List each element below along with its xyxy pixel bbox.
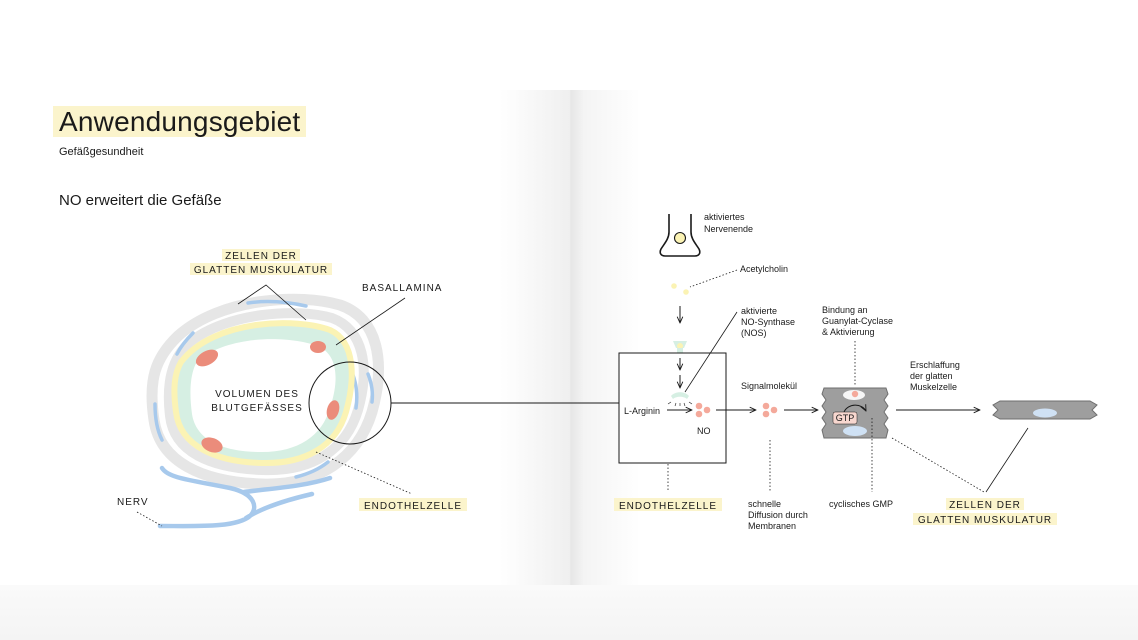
endothel-nucleus — [326, 400, 340, 420]
acetylcholin-label: Acetylcholin — [740, 264, 788, 274]
lumen-label-line1: VOLUMEN DES — [215, 389, 299, 400]
endothel-nucleus — [201, 437, 223, 453]
endothel-nucleus — [310, 341, 326, 353]
vessel-smooth-muscle-blue-6 — [366, 372, 375, 404]
relaxed-muscle-cell — [992, 400, 1098, 420]
page-title: Anwendungsgebiet — [53, 106, 307, 137]
vessel-basallamina — [171, 320, 355, 467]
signal-molecule — [770, 406, 778, 414]
smooth-muscle-cell-zoom — [821, 387, 889, 439]
smooth-muscle-label-line2: GLATTEN MUSKULATUR — [194, 265, 328, 276]
nerve-leader — [136, 511, 163, 527]
acetylcholin-molecule — [671, 283, 677, 289]
l-arginin-label: L-Arginin — [624, 406, 660, 416]
nos-leader — [684, 311, 738, 393]
no-molecule — [695, 410, 703, 418]
vessel-smooth-muscle-blue-3 — [153, 402, 164, 442]
lumen-label-line2: BLUTGEFÄSSES — [211, 402, 302, 414]
signal-label: Signalmolekül — [741, 381, 797, 391]
smooth-muscle-right-label-bg — [946, 498, 1024, 510]
vessel-lumen — [190, 339, 336, 452]
erschlaffung-label-line2: der glatten — [910, 371, 953, 381]
signal-molecule — [762, 410, 770, 418]
smooth-muscle-leader — [237, 284, 307, 321]
no-molecule — [703, 406, 711, 414]
endothel-nucleus — [195, 349, 219, 367]
bindung-label-line2: Guanylat-Cyclase — [822, 316, 893, 326]
page-subtitle: Gefäßgesundheit — [59, 146, 144, 158]
basallamina-leader — [335, 297, 406, 346]
diffusion-label-line2: Diffusion durch — [748, 510, 808, 520]
basallamina-label: BASALLAMINA — [362, 283, 442, 294]
vessel-smooth-muscle-blue-2 — [175, 331, 195, 356]
acetylcholin-molecule — [683, 289, 689, 295]
erschlaffung-label-line3: Muskelzelle — [910, 382, 957, 392]
smooth-muscle-right-leader — [985, 427, 1029, 493]
gtp-label: GTP — [836, 413, 855, 423]
diffusion-label-line1: schnelle — [748, 499, 781, 509]
acetylcholin-leader — [689, 269, 738, 288]
smooth-muscle-right-leader — [891, 437, 985, 493]
smooth-muscle-right-label-line1: ZELLEN DER — [949, 500, 1021, 511]
vessel-smooth-muscle-blue-1 — [246, 299, 308, 308]
vessel-middle-layer — [163, 308, 369, 476]
smooth-muscle-right-label-bg — [913, 513, 1057, 525]
nos-label-line3: (NOS) — [741, 328, 767, 338]
smooth-muscle-right-label-line2: GLATTEN MUSKULATUR — [918, 515, 1052, 526]
vessel-outer-layer — [146, 293, 384, 490]
endothel-label: ENDOTHELZELLE — [364, 501, 462, 512]
nerve-label: NERV — [117, 497, 149, 508]
nos-label-line1: aktivierte — [741, 306, 777, 316]
diffusion-label-line3: Membranen — [748, 521, 796, 531]
smooth-muscle-label-bg — [190, 263, 332, 275]
nerve-ending-label-line1: aktiviertes — [704, 212, 745, 222]
erschlaffung-label-line1: Erschlaffung — [910, 360, 960, 370]
nos-label-line2: NO-Synthase — [741, 317, 795, 327]
cgmp-label: cyclisches GMP — [829, 499, 893, 509]
no-molecule — [695, 402, 703, 410]
no-label: NO — [697, 426, 711, 436]
receptor-icon — [673, 341, 687, 353]
vessel-smooth-muscle-blue-5 — [294, 460, 330, 479]
signal-molecule — [762, 402, 770, 410]
bindung-label-line1: Bindung an — [822, 305, 868, 315]
bottom-fade — [0, 585, 1138, 640]
bindung-label-line3: & Aktivierung — [822, 327, 875, 337]
endothel-label-bg — [359, 498, 467, 511]
nos-enzyme-icon — [667, 392, 693, 407]
endothel-right-label: ENDOTHELZELLE — [619, 501, 717, 512]
smooth-muscle-label-bg — [222, 249, 300, 261]
smooth-muscle-label-line1: ZELLEN DER — [225, 251, 297, 262]
nerve-ending-icon — [659, 214, 701, 257]
nerve-fiber — [157, 465, 333, 529]
vessel-illustration — [146, 293, 619, 529]
nerve-ending-label-line2: Nervenende — [704, 224, 753, 234]
endothel-right-label-bg — [614, 498, 722, 511]
section-heading: NO erweitert die Gefäße — [59, 192, 222, 209]
